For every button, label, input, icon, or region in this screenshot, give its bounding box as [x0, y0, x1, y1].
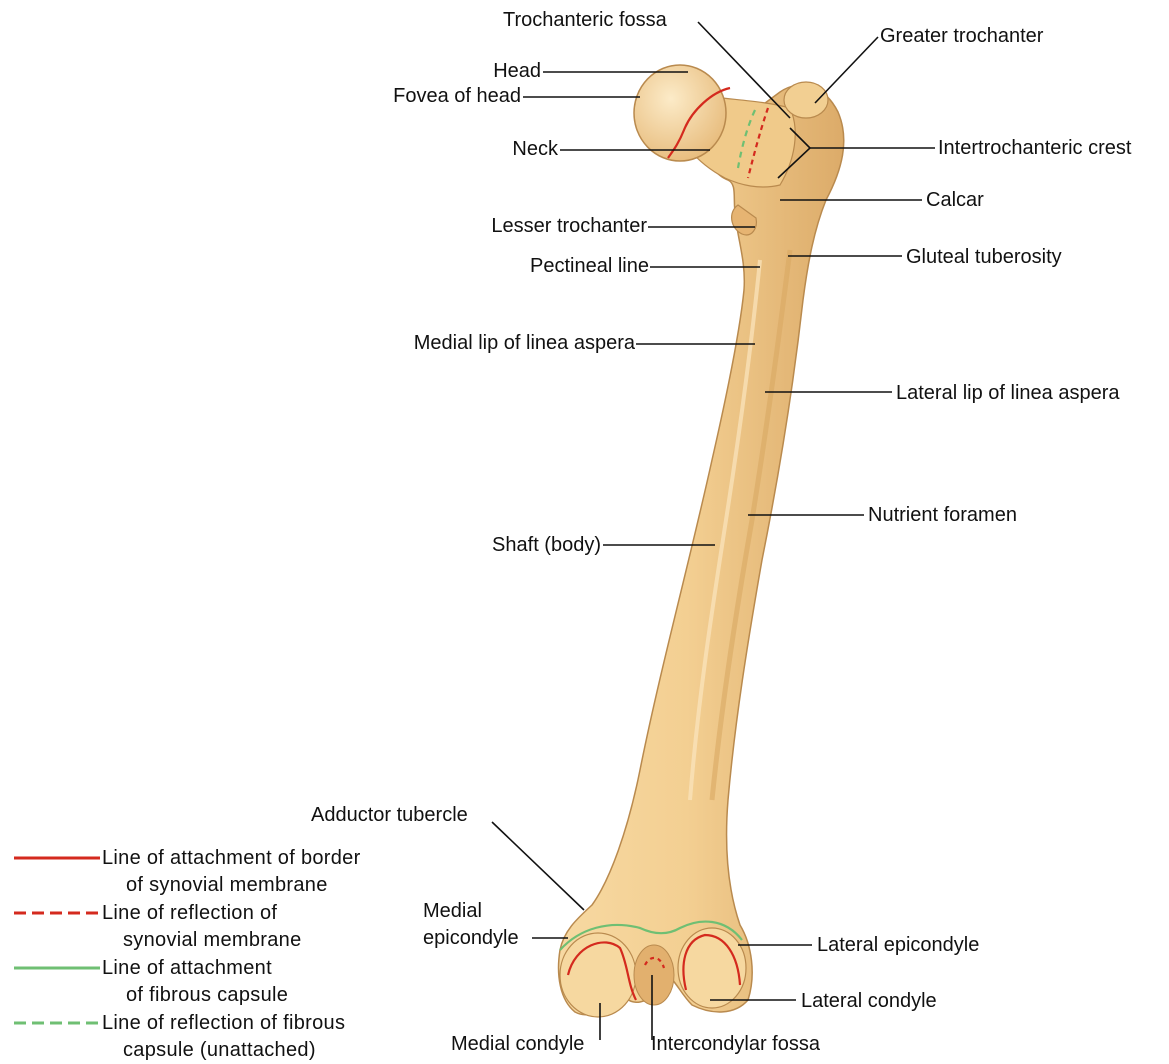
label-adductor-tubercle: Adductor tubercle	[311, 804, 468, 826]
label-medial-lip: Medial lip of linea aspera	[414, 332, 635, 354]
lateral-condyle-shape	[678, 928, 746, 1008]
legend-item-4-line1: Line of reflection of fibrous	[102, 1010, 345, 1037]
label-intercondylar-fossa: Intercondylar fossa	[651, 1033, 820, 1055]
legend-item-3-line2: of fibrous capsule	[126, 982, 288, 1009]
femur-bone	[559, 65, 844, 1017]
leader-greater-trochanter	[815, 37, 878, 103]
legend-swatches	[14, 858, 100, 1023]
label-lateral-condyle: Lateral condyle	[801, 990, 937, 1012]
label-medial-epicondyle-2: epicondyle	[423, 927, 519, 949]
label-pectineal-line: Pectineal line	[530, 255, 649, 277]
label-medial-epicondyle-1: Medial	[423, 900, 482, 922]
femur-head	[634, 65, 726, 161]
label-fovea-of-head: Fovea of head	[393, 85, 521, 107]
label-trochanteric-fossa: Trochanteric fossa	[503, 9, 667, 31]
legend-item-1-line1: Line of attachment of border	[102, 845, 361, 872]
label-greater-trochanter: Greater trochanter	[880, 25, 1043, 47]
legend-item-2-line2: synovial membrane	[123, 927, 302, 954]
label-lateral-epicondyle: Lateral epicondyle	[817, 934, 979, 956]
label-head: Head	[493, 60, 541, 82]
label-medial-condyle: Medial condyle	[451, 1033, 584, 1055]
label-calcar: Calcar	[926, 189, 984, 211]
label-gluteal-tuberosity: Gluteal tuberosity	[906, 246, 1062, 268]
intercondylar-fossa-shape	[634, 945, 674, 1005]
label-lesser-trochanter: Lesser trochanter	[491, 215, 647, 237]
legend-item-4-line2: capsule (unattached)	[123, 1037, 316, 1064]
medial-condyle-shape	[560, 933, 636, 1017]
leader-adductor	[492, 822, 584, 910]
label-neck: Neck	[512, 138, 558, 160]
label-nutrient-foramen: Nutrient foramen	[868, 504, 1017, 526]
legend-item-1-line2: of synovial membrane	[126, 872, 328, 899]
label-lateral-lip: Lateral lip of linea aspera	[896, 382, 1119, 404]
legend-item-2-line1: Line of reflection of	[102, 900, 277, 927]
greater-trochanter-shape	[784, 82, 828, 118]
label-intertrochanteric-crest: Intertrochanteric crest	[938, 137, 1131, 159]
legend-item-3-line1: Line of attachment	[102, 955, 272, 982]
label-shaft: Shaft (body)	[492, 534, 601, 556]
